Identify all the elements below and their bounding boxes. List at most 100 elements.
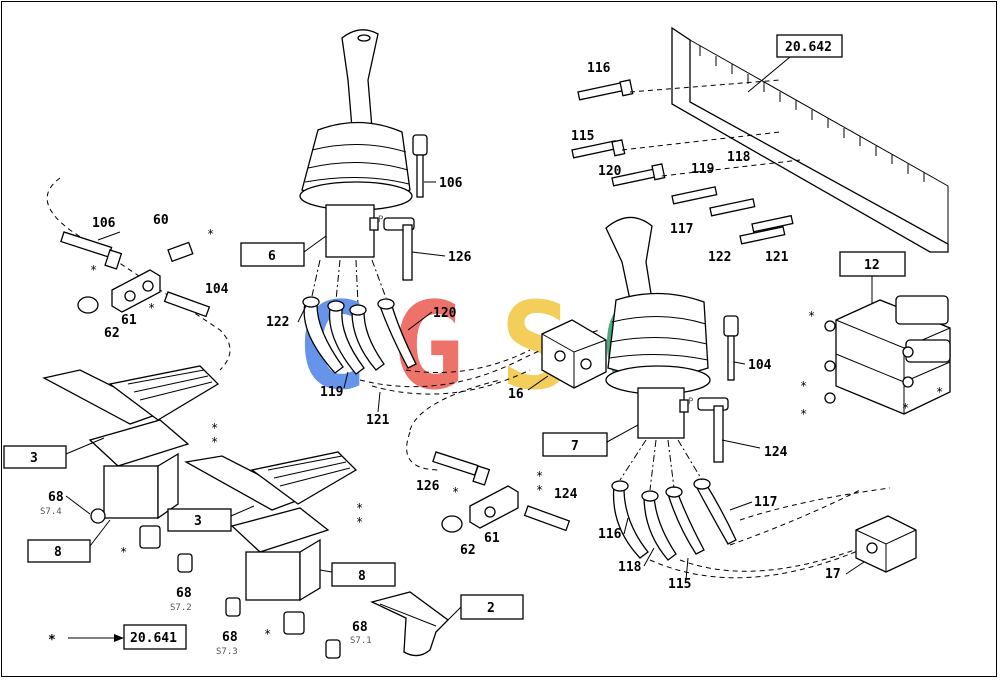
switch-mark-s71: S7.1	[350, 636, 372, 646]
callout-120: 120	[598, 164, 622, 179]
ref-box-20641	[123, 624, 187, 650]
callout-106: 106	[92, 216, 116, 231]
svg-text:*: *	[90, 263, 97, 277]
callout-104: 104	[205, 282, 229, 297]
switch-mark-s73: S7.3	[216, 647, 238, 657]
callout-126: 126	[416, 479, 440, 494]
pedal-assembly-3-upper	[42, 365, 220, 524]
hoses-joystick-6	[302, 259, 417, 375]
ref-label-20641: 20.641	[130, 631, 177, 646]
callout-68: 68	[352, 620, 368, 635]
switches-68	[139, 525, 341, 659]
callout-121: 121	[366, 413, 390, 428]
assembly-box-8b	[331, 562, 396, 587]
callout-61: 61	[121, 313, 137, 328]
callout-118: 118	[618, 560, 642, 575]
callout-62: 62	[104, 326, 120, 341]
callout-121: 121	[765, 250, 789, 265]
fitting-106-top	[412, 134, 428, 198]
callout-16: 16	[508, 387, 524, 402]
label-strip-sheet	[671, 26, 949, 253]
hoses-joystick-7	[611, 439, 737, 561]
svg-text:*: *	[264, 627, 271, 641]
callout-61: 61	[484, 531, 500, 546]
svg-text:*: *	[356, 501, 363, 515]
switch-mark-s74: S7.4	[40, 507, 62, 517]
svg-text:*: *	[808, 309, 815, 323]
assembly-box-2	[460, 594, 524, 620]
callout-126: 126	[448, 250, 472, 265]
svg-text:*: *	[536, 469, 543, 483]
fitting-124-elbow	[697, 397, 729, 463]
callout-104: 104	[748, 358, 772, 373]
callout-numbers: 106 106 60 104 104 61 61 62 62 122 122 1…	[40, 61, 841, 657]
callout-60: 60	[153, 213, 169, 228]
callout-122: 122	[266, 315, 289, 330]
handle-part-2	[370, 591, 449, 657]
port-mark-p1: P	[378, 215, 384, 225]
joystick-assembly-7: P	[605, 216, 711, 439]
callout-68: 68	[222, 630, 238, 645]
callout-116: 116	[598, 527, 622, 542]
svg-text:*: *	[148, 301, 155, 315]
callout-118: 118	[727, 150, 751, 165]
svg-text:*: *	[211, 421, 218, 435]
joystick-assembly-6: P	[299, 29, 413, 258]
callout-17: 17	[825, 567, 841, 582]
svg-text:*: *	[452, 485, 459, 499]
assembly-label-12: 12	[864, 258, 880, 273]
assembly-label-3b: 3	[194, 514, 202, 529]
fittings-left-group	[60, 231, 211, 318]
fittings-middle-group	[432, 451, 571, 533]
callout-119: 119	[691, 162, 714, 177]
assembly-box-6	[240, 242, 305, 267]
callout-119: 119	[320, 385, 343, 400]
callout-116: 116	[587, 61, 611, 76]
svg-text:*: *	[356, 515, 363, 529]
callout-124: 124	[554, 487, 578, 502]
svg-text:*: *	[800, 379, 807, 393]
valve-block-12	[824, 295, 951, 415]
assembly-label-6: 6	[268, 249, 276, 264]
callout-117: 117	[670, 222, 693, 237]
ref-box-20642	[776, 34, 843, 58]
switch-mark-s72: S7.2	[170, 603, 192, 613]
assembly-box-3b	[167, 508, 232, 532]
callout-124: 124	[764, 445, 788, 460]
assembly-box-8a	[27, 539, 91, 563]
pedal-assembly-3-lower	[184, 451, 358, 602]
callout-115: 115	[668, 577, 691, 592]
callout-106: 106	[439, 176, 463, 191]
port-mark-p2: P	[688, 397, 694, 407]
leader-lines	[65, 231, 753, 581]
svg-text:*: *	[800, 407, 807, 421]
fitting-104-right	[723, 315, 739, 381]
legend-star: *	[48, 633, 56, 648]
svg-text:*: *	[211, 435, 218, 449]
bolts-top-group	[571, 79, 794, 245]
callout-68: 68	[48, 490, 64, 505]
asterisk-marks: *** *** *** *** *** **	[90, 227, 943, 641]
assembly-label-8b: 8	[358, 569, 366, 584]
assembly-label-8a: 8	[54, 545, 62, 560]
manifold-block-17	[855, 515, 917, 573]
assembly-label-7: 7	[571, 439, 579, 454]
manifold-block-16	[541, 319, 607, 389]
assembly-box-7	[542, 432, 608, 457]
callout-122: 122	[708, 250, 731, 265]
assembly-box-3a	[3, 445, 67, 469]
callout-117: 117	[754, 495, 777, 510]
callout-120: 120	[433, 306, 457, 321]
svg-text:*: *	[207, 227, 214, 241]
assembly-label-3a: 3	[30, 451, 38, 466]
svg-text:*: *	[936, 385, 943, 399]
assembly-label-2: 2	[487, 601, 495, 616]
callout-68: 68	[176, 586, 192, 601]
callout-115: 115	[571, 129, 594, 144]
callout-62: 62	[460, 543, 476, 558]
ref-label-20642: 20.642	[785, 40, 832, 55]
svg-text:*: *	[902, 401, 909, 415]
svg-text:*: *	[120, 545, 127, 559]
